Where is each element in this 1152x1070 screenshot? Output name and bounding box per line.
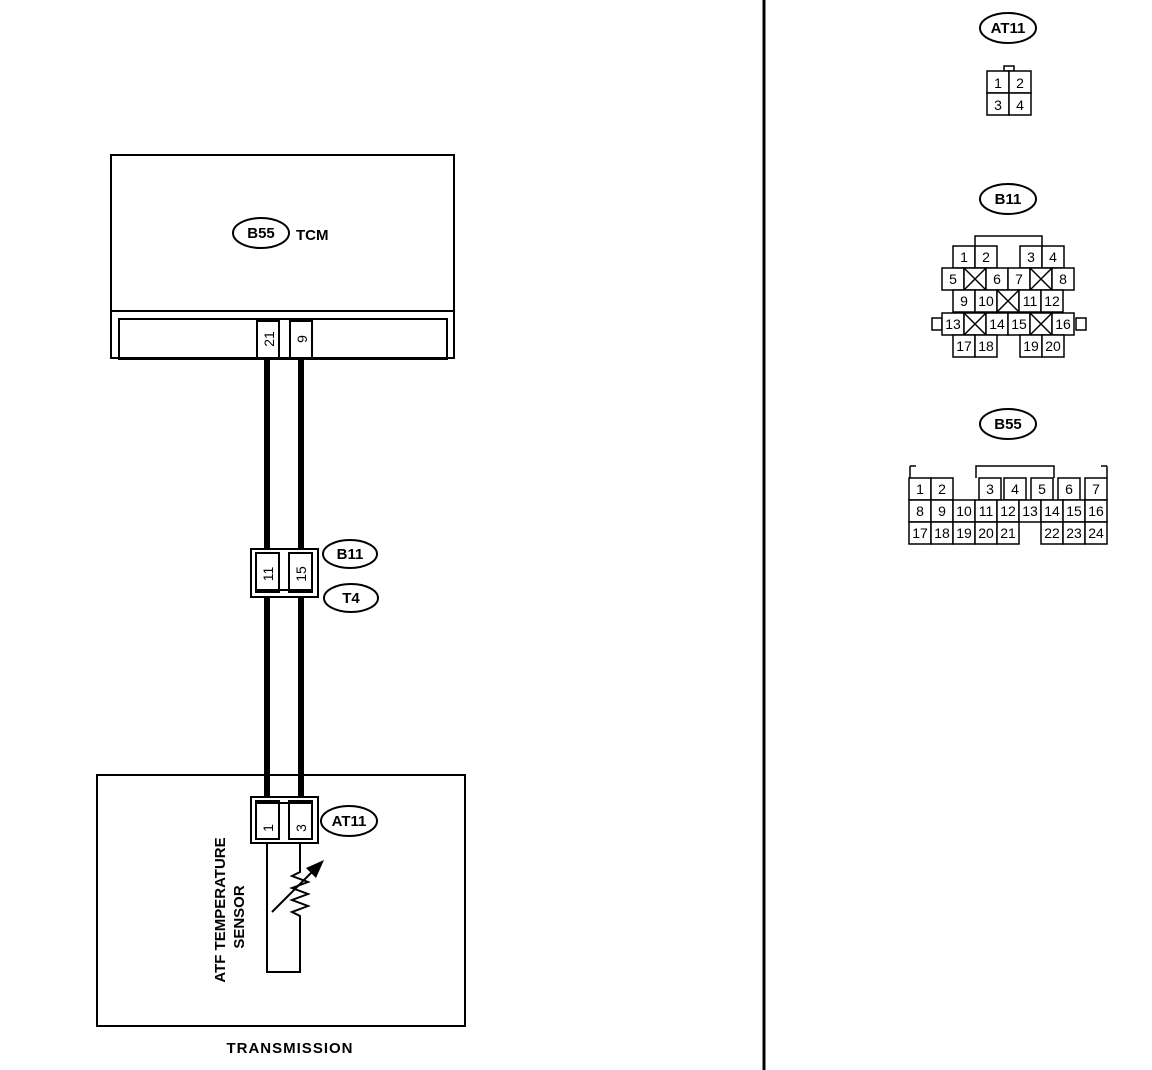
b55-pin-label: 18: [934, 525, 950, 541]
sensor-label-line1: ATF TEMPERATURE: [212, 837, 229, 982]
at11-pin: 1: [994, 75, 1002, 91]
sensor-connector: 1 3 AT11: [250, 796, 378, 844]
thermistor-symbol: [289, 858, 311, 920]
b55-pin-label: 20: [978, 525, 994, 541]
blank-cavity-cross: [1029, 267, 1053, 291]
b55-face-label: B55: [994, 416, 1022, 433]
b11-pin-label: 19: [1023, 338, 1039, 354]
blank-cavity-cross: [963, 312, 987, 336]
b55-pin-label: 10: [956, 503, 972, 519]
b55-pin-label: 11: [979, 503, 994, 519]
blank-cavity-cross: [996, 289, 1020, 313]
b55-pin-label: 24: [1088, 525, 1104, 541]
b11-pin-label: 7: [1015, 271, 1023, 287]
b55-pin-label: 9: [938, 503, 946, 519]
tcm-module: B55 TCM 21 9: [110, 154, 455, 360]
b55-pin-label: 5: [1038, 481, 1046, 497]
b55-pin-label: 6: [1065, 481, 1073, 497]
b55-pin-label: 23: [1066, 525, 1082, 541]
b55-pin-label: 7: [1092, 481, 1100, 497]
blank-cavity-cross: [963, 267, 987, 291]
b55-pin-label: 2: [938, 481, 946, 497]
b11-pin-label: 20: [1045, 338, 1061, 354]
junction-upper-label: B11: [337, 546, 364, 563]
b11-pin: [974, 334, 998, 358]
sensor-connector-label: AT11: [332, 813, 367, 830]
junction-pin-15: 15: [293, 566, 309, 582]
b55-pin: [1084, 521, 1108, 545]
b11-pin-label: 12: [1044, 293, 1060, 309]
b11-pin-label: 1: [960, 249, 968, 265]
junction-pin-11: 11: [260, 567, 276, 582]
b11-pin-label: 11: [1023, 293, 1038, 309]
at11-connector-face: AT11 1 2 3 4: [979, 12, 1037, 116]
at11-face-label: AT11: [991, 20, 1026, 37]
b55-pin-label: 22: [1044, 525, 1060, 541]
b11-pin-label: 6: [993, 271, 1001, 287]
b55-pin-label: 12: [1000, 503, 1016, 519]
variable-arrow-icon: [271, 865, 319, 913]
b55-pin-label: 14: [1044, 503, 1060, 519]
tcm-name-label: TCM: [296, 227, 329, 244]
b11-pin-label: 2: [982, 249, 990, 265]
junction-lower-label: T4: [342, 590, 360, 607]
at11-pin: 3: [994, 97, 1002, 113]
tcm-pin-9: 9: [294, 335, 310, 343]
b55-pin-label: 4: [1011, 481, 1019, 497]
transmission-box: TRANSMISSION: [96, 774, 466, 1057]
b55-pin-label: 15: [1066, 503, 1082, 519]
wire-harness: [264, 359, 304, 797]
b11-pin-label: 15: [1011, 316, 1027, 332]
transmission-label: TRANSMISSION: [226, 1040, 353, 1057]
sensor-pin-1: 1: [260, 824, 276, 832]
tcm-connector-label: B55: [247, 225, 275, 242]
b11-pin-label: 18: [978, 338, 994, 354]
b55-pin-label: 19: [956, 525, 972, 541]
b55-pin-label: 1: [916, 481, 924, 497]
b11-pin-label: 4: [1049, 249, 1057, 265]
b55-pin: [996, 521, 1020, 545]
b11-pin-label: 3: [1027, 249, 1035, 265]
b11-pin: [1040, 289, 1064, 313]
b11-pin: [1041, 334, 1065, 358]
b55-pin-label: 17: [912, 525, 928, 541]
tcm-connector-oval: [232, 217, 290, 249]
at11-pin: 2: [1016, 75, 1024, 91]
junction-connector: 11 15 B11 T4: [250, 539, 379, 613]
atf-temperature-sensor: ATF TEMPERATURE SENSOR: [212, 837, 324, 983]
b11-pin-label: 10: [978, 293, 994, 309]
b11-pin-label: 5: [949, 271, 957, 287]
b11-pin-label: 14: [989, 316, 1005, 332]
b11-pin-label: 16: [1055, 316, 1071, 332]
sensor-label-line2: SENSOR: [231, 885, 248, 949]
sensor-pin-3: 3: [293, 824, 309, 832]
b11-pin-label: 8: [1059, 271, 1067, 287]
b11-face-label: B11: [995, 191, 1022, 208]
blank-cavity-cross: [1029, 312, 1053, 336]
b55-pin-label: 3: [986, 481, 994, 497]
b11-pin-label: 13: [945, 316, 961, 332]
b11-pin-label: 9: [960, 293, 968, 309]
b55-pin-label: 13: [1022, 503, 1038, 519]
b55-pin-label: 8: [916, 503, 924, 519]
tcm-pin-21: 21: [261, 331, 277, 347]
at11-pin: 4: [1016, 97, 1024, 113]
b55-pin-label: 16: [1088, 503, 1104, 519]
b11-pin-label: 17: [956, 338, 972, 354]
tcm-pin-21-box: [256, 320, 280, 359]
tcm-pin-9-box: [289, 320, 313, 359]
b55-pin-label: 21: [1000, 525, 1016, 541]
